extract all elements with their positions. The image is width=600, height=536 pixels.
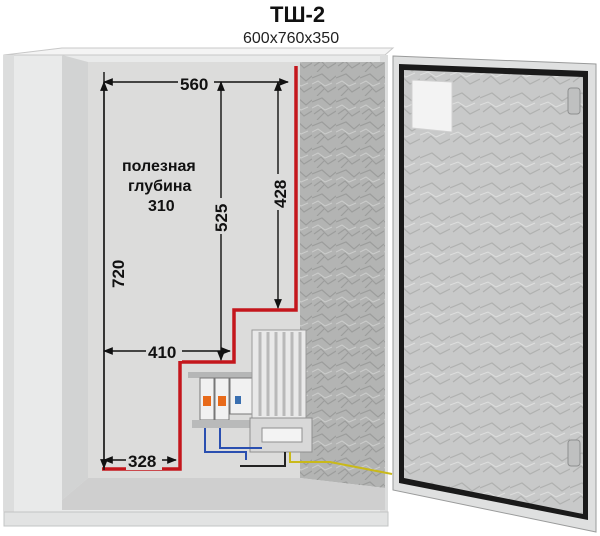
depth-note-line2: глубина bbox=[128, 178, 192, 195]
depth-note-line1: полезная bbox=[122, 158, 196, 175]
dim-width-mid: 410 bbox=[148, 343, 176, 362]
cabinet-door bbox=[392, 55, 597, 533]
dim-height-full: 720 bbox=[109, 260, 128, 288]
cabinet-interior-floor bbox=[62, 478, 385, 510]
dim-height-upper: 428 bbox=[271, 180, 290, 208]
cabinet-heater bbox=[249, 329, 313, 453]
door-hinge-top bbox=[567, 87, 581, 115]
cabinet-size-subtitle: 600x760x350 bbox=[243, 30, 340, 47]
door-label-plate bbox=[411, 79, 453, 133]
depth-note-value: 310 bbox=[148, 198, 175, 215]
dim-width-top: 560 bbox=[180, 75, 208, 94]
cabinet-interior-side bbox=[300, 62, 385, 488]
usable-area-outline bbox=[102, 66, 298, 471]
door-hinge-bottom bbox=[567, 439, 581, 467]
dim-width-bottom: 328 bbox=[128, 452, 156, 471]
cabinet-model-title: ТШ-2 bbox=[270, 2, 326, 27]
dimension-labels: 560 410 328 720 525 428 bbox=[109, 74, 290, 471]
circuit-breakers bbox=[188, 372, 262, 428]
wiring bbox=[204, 428, 393, 475]
dim-height-mid: 525 bbox=[212, 204, 231, 232]
usable-depth-note: полезная глубина 310 bbox=[122, 158, 196, 215]
